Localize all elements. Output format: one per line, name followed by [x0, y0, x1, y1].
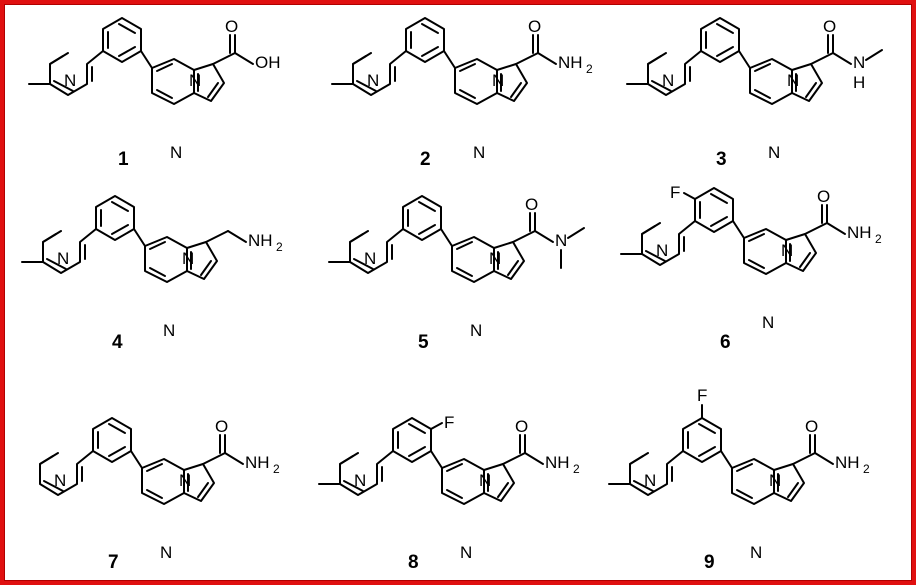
bridge-n-label: N [781, 241, 793, 260]
bridge-n-label: N [492, 71, 504, 90]
compound-number: 5 [418, 332, 429, 353]
imine-n-label: N [762, 313, 774, 332]
subscript-2: 2 [273, 462, 280, 476]
bridge-n-label: N [179, 471, 191, 490]
pyridine-n-label: N [662, 71, 674, 90]
carbonyl-o-label: O [515, 417, 528, 436]
compound-number: 1 [118, 149, 129, 170]
carbonyl-o-label: O [215, 417, 228, 436]
compound-number: 3 [716, 149, 727, 170]
pyridine-n-label: N [354, 471, 366, 490]
bridge-n-label: N [189, 71, 201, 90]
bridge-n-label: N [479, 471, 491, 490]
subscript-2: 2 [573, 462, 580, 476]
pyridine-n-label: N [64, 71, 76, 90]
carbonyl-o-label: O [823, 17, 836, 36]
imine-n-label: N [750, 543, 762, 562]
amide-h-label: H [853, 73, 865, 92]
subscript-2: 2 [276, 240, 283, 254]
bridge-n-label: N [489, 249, 501, 268]
carbonyl-o-label: O [817, 187, 830, 206]
pyridine-n-label: N [57, 249, 69, 268]
pyridine-n-label: N [644, 471, 656, 490]
pyridine-n-label: N [54, 471, 66, 490]
carbonyl-o-label: O [225, 17, 238, 36]
compound-1: N N N O OH [28, 17, 281, 162]
acid-oh-label: OH [255, 53, 281, 72]
imine-n-label: N [170, 143, 182, 162]
imine-n-label: N [163, 321, 175, 340]
imine-n-label: N [470, 321, 482, 340]
bridge-n-label: N [182, 249, 194, 268]
carbonyl-o-label: O [805, 417, 818, 436]
imine-n-label: N [460, 543, 472, 562]
compound-number: 6 [720, 332, 731, 353]
compound-number: 4 [112, 332, 123, 353]
amide-nh-label: NH [558, 53, 583, 72]
carbonyl-o-label: O [525, 195, 538, 214]
imine-n-label: N [473, 143, 485, 162]
subscript-2: 2 [875, 232, 882, 246]
amide-nh-label: NH [835, 453, 860, 472]
bridge-n-label: N [769, 471, 781, 490]
pyridine-n-label: N [367, 71, 379, 90]
fluoro-label: F [670, 183, 680, 202]
subscript-2: 2 [863, 462, 870, 476]
subscript-2: 2 [586, 62, 593, 76]
carbonyl-o-label: O [528, 17, 541, 36]
amide-nh-label: NH [847, 223, 872, 242]
bridge-n-label: N [787, 71, 799, 90]
compound-number: 8 [408, 552, 419, 573]
fluoro-label: F [444, 413, 454, 432]
fluoro-label: F [697, 386, 707, 405]
imine-n-label: N [768, 143, 780, 162]
compound-number: 7 [108, 552, 119, 573]
amide-n-label: N [555, 231, 567, 250]
amide-n-label: N [853, 53, 865, 72]
pyridine-n-label: N [364, 249, 376, 268]
amide-nh-label: NH [545, 453, 570, 472]
amide-nh-label: NH [245, 453, 270, 472]
compound-number: 2 [420, 149, 431, 170]
imine-n-label: N [160, 543, 172, 562]
pyridine-n-label: N [656, 241, 668, 260]
compound-number: 9 [704, 552, 715, 573]
amine-label: NH [248, 231, 273, 250]
